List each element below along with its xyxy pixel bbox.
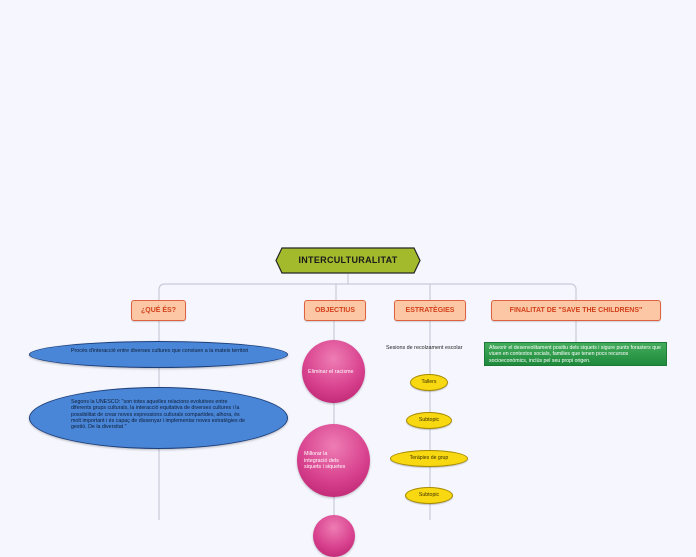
objectius-item-1[interactable] bbox=[302, 340, 365, 403]
root-hexagon-shape bbox=[275, 247, 421, 274]
que-es-item-1-label: Procés d'interacció entre diverses cultu… bbox=[71, 348, 249, 354]
root-topic[interactable]: INTERCULTURALITAT bbox=[275, 247, 421, 274]
objectius-item-2-label: Millorar la integració dels siquets i si… bbox=[304, 451, 346, 470]
finalitat-item[interactable]: Afavorir el desenvolitament positiu dels… bbox=[484, 342, 667, 366]
que-es-item-1[interactable] bbox=[29, 341, 288, 368]
category-estrategies[interactable]: ESTRATÈGIES bbox=[394, 300, 466, 321]
mind-map-canvas: INTERCULTURALITAT ¿QUÉ ÉS? OBJECTIUS EST… bbox=[29, 247, 667, 557]
estrategies-header[interactable]: Sesions de recolzament escolar bbox=[386, 345, 463, 351]
category-objectius[interactable]: OBJECTIUS bbox=[304, 300, 366, 321]
estrategies-item-4[interactable]: Subtopic bbox=[405, 487, 453, 504]
estrategies-item-3[interactable]: Teràpies de grup bbox=[390, 450, 468, 467]
estrategies-item-2[interactable]: Subtopic bbox=[406, 412, 452, 429]
objectius-item-3[interactable] bbox=[313, 515, 355, 557]
category-que-es[interactable]: ¿QUÉ ÉS? bbox=[131, 300, 186, 321]
estrategies-item-1[interactable]: Tallers bbox=[410, 374, 448, 391]
objectius-item-2[interactable] bbox=[297, 424, 370, 497]
que-es-item-2-label: Segons la UNESCO: "son totes aquelles re… bbox=[71, 399, 245, 431]
que-es-item-2[interactable] bbox=[29, 387, 288, 449]
category-finalitat[interactable]: FINALITAT DE "SAVE THE CHILDRENS" bbox=[491, 300, 661, 321]
root-topic-label: INTERCULTURALITAT bbox=[298, 255, 398, 265]
objectius-item-1-label: Eliminar el racisme bbox=[308, 369, 354, 375]
